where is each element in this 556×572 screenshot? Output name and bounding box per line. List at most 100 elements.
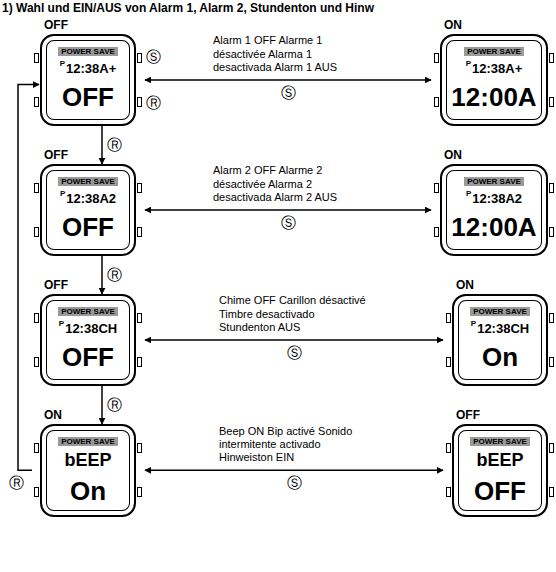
watch-button — [549, 183, 554, 193]
watch-button — [34, 227, 39, 237]
lcd-text: 12:00A — [451, 83, 536, 112]
watch-button — [34, 357, 39, 367]
lcd-indicator: POWER SAVE — [470, 307, 530, 316]
watch-button — [549, 357, 554, 367]
lcd-text: P — [466, 59, 471, 68]
state-heading: OFF — [44, 278, 68, 292]
toggle-arrow — [145, 470, 443, 472]
lcd-indicator: POWER SAVE — [58, 47, 118, 56]
watch-display: OFFPOWER SAVEP12:38CHOFF — [40, 294, 136, 386]
watch-button — [549, 443, 554, 453]
lcd-indicator: POWER SAVE — [58, 437, 118, 446]
lcd-text: OFF — [62, 343, 114, 372]
lcd-indicator: POWER SAVE — [464, 47, 524, 56]
heading: 1) Wahl und EIN/AUS von Alarm 1, Alarm 2… — [2, 1, 374, 15]
lcd-indicator: POWER SAVE — [58, 307, 118, 316]
watch-button — [434, 227, 439, 237]
watch-button — [137, 357, 142, 367]
watch-button — [137, 97, 142, 107]
mode-arrow — [101, 126, 103, 164]
watch-button — [34, 443, 39, 453]
lcd-text: On — [70, 477, 106, 506]
watch-button — [446, 313, 451, 323]
lcd-text: 12:38A+ — [66, 61, 116, 76]
watch-button — [137, 53, 142, 63]
button-label: Ⓡ — [107, 268, 122, 283]
watch-button — [137, 183, 142, 193]
toggle-arrow — [145, 79, 431, 81]
function-label: Alarm 2 OFF Alarme 2 désactivée Alarma 2… — [213, 164, 363, 204]
function-label: Chime OFF Carillon désactivé Timbre desa… — [219, 294, 369, 334]
watch-button — [137, 443, 142, 453]
watch-button — [549, 487, 554, 497]
mode-arrow — [101, 386, 103, 424]
watch-button — [34, 487, 39, 497]
watch-button — [137, 313, 142, 323]
lcd-text: bEEP — [64, 450, 111, 471]
button-label: Ⓢ — [287, 476, 302, 491]
watch-display: ONPOWER SAVEP12:38A212:00A — [440, 164, 548, 256]
lcd-text: P — [60, 189, 65, 198]
watch-button — [446, 443, 451, 453]
button-label: Ⓢ — [281, 86, 296, 101]
watch-display: OFFPOWER SAVEP12:38A2OFF — [40, 164, 136, 256]
watch-button — [137, 487, 142, 497]
state-heading: ON — [444, 148, 462, 162]
watch-button — [434, 183, 439, 193]
watch-button — [34, 183, 39, 193]
button-label: Ⓡ — [146, 96, 161, 111]
lcd-text: 12:38A2 — [472, 191, 522, 206]
lcd-text: 12:38A2 — [66, 191, 116, 206]
lcd-indicator: POWER SAVE — [470, 437, 530, 446]
watch-button — [446, 357, 451, 367]
lcd-text: 12:00A — [451, 213, 536, 242]
watch-display: OFFPOWER SAVEbEEPOFF — [452, 424, 548, 517]
watch-button — [434, 53, 439, 63]
watch-button — [434, 97, 439, 107]
button-label: Ⓡ — [107, 138, 122, 153]
toggle-arrow — [145, 339, 443, 341]
button-label: Ⓢ — [146, 50, 161, 65]
lcd-text: P — [60, 59, 65, 68]
button-label: Ⓢ — [287, 346, 302, 361]
lcd-indicator: POWER SAVE — [464, 177, 524, 186]
lcd-text: On — [482, 343, 518, 372]
button-label: Ⓡ — [9, 476, 24, 491]
watch-display: OFFPOWER SAVEP12:38A+OFF — [40, 34, 136, 126]
lcd-text: P — [471, 319, 476, 328]
watch-button — [446, 487, 451, 497]
lcd-text: 12:38CH — [65, 321, 117, 336]
watch-display: ONPOWER SAVEbEEPOn — [40, 424, 136, 517]
watch-button — [137, 227, 142, 237]
lcd-text: P — [466, 189, 471, 198]
watch-button — [34, 53, 39, 63]
state-heading: ON — [456, 278, 474, 292]
lcd-text: 12:38A+ — [472, 61, 522, 76]
lcd-text: bEEP — [476, 450, 523, 471]
function-label: Beep ON Bip activé Sonido intermitente a… — [219, 425, 369, 465]
lcd-indicator: POWER SAVE — [58, 177, 118, 186]
watch-button — [549, 313, 554, 323]
state-heading: ON — [44, 408, 62, 422]
state-heading: OFF — [456, 408, 480, 422]
watch-button — [549, 53, 554, 63]
lcd-text: OFF — [62, 83, 114, 112]
function-label: Alarm 1 OFF Alarme 1 désactivée Alarma 1… — [213, 34, 363, 74]
mode-arrow — [18, 85, 39, 471]
state-heading: OFF — [44, 18, 68, 32]
watch-display: ONPOWER SAVEP12:38CHOn — [452, 294, 548, 386]
state-heading: ON — [444, 18, 462, 32]
watch-button — [34, 97, 39, 107]
watch-button — [549, 227, 554, 237]
lcd-text: OFF — [62, 213, 114, 242]
watch-button — [549, 97, 554, 107]
watch-display: ONPOWER SAVEP12:38A+12:00A — [440, 34, 548, 126]
lcd-text: OFF — [474, 477, 526, 506]
watch-button — [34, 313, 39, 323]
lcd-text: 12:38CH — [477, 321, 529, 336]
toggle-arrow — [145, 209, 431, 211]
state-heading: OFF — [44, 148, 68, 162]
lcd-text: P — [59, 319, 64, 328]
button-label: Ⓡ — [107, 398, 122, 413]
